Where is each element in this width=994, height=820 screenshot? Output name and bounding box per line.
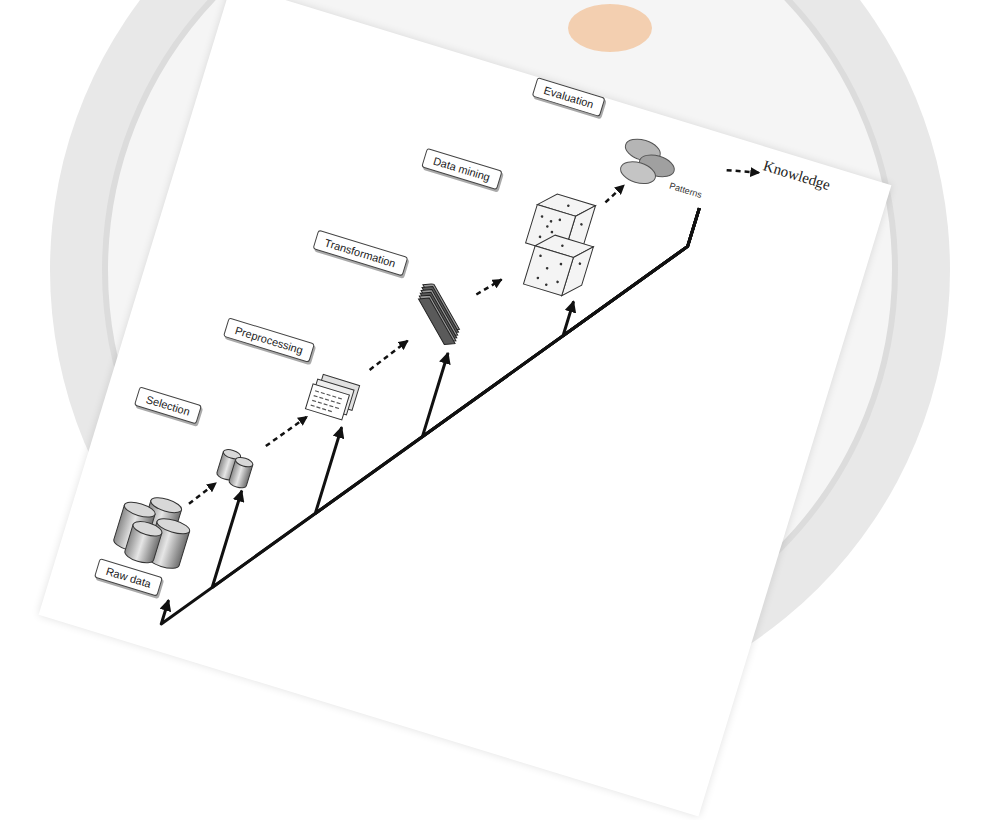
- data-mining-stage: Data mining: [397, 148, 614, 304]
- patterns-label: Patterns: [668, 181, 703, 200]
- transformation-stage: Transformation: [295, 230, 481, 356]
- process-arrow: [476, 274, 501, 301]
- stage-label: Preprocessing: [223, 317, 315, 363]
- process-arrow: [727, 163, 760, 179]
- preprocessed-data-icon: [302, 369, 363, 428]
- process-arrow: [605, 181, 624, 206]
- selection-stage: Selection: [119, 386, 271, 493]
- stage-label: Raw data: [94, 558, 163, 597]
- stage-label: Selection: [134, 386, 202, 424]
- stage-label: Transformation: [313, 230, 408, 276]
- raw-data-icon: [105, 485, 203, 577]
- feedback-arrow: [212, 104, 699, 691]
- transformed-data-icon: [402, 280, 474, 356]
- stage-label: Data mining: [421, 148, 502, 190]
- process-arrow: [370, 333, 408, 379]
- feedback-arrow: [161, 93, 699, 739]
- target-data-icon: [210, 441, 262, 493]
- feedback-arrow: [315, 127, 699, 595]
- process-arrow: [266, 408, 307, 456]
- preprocessing-stage: Preprocessing: [208, 317, 372, 430]
- data-cube-icon: [509, 186, 609, 303]
- feedback-arrow: [422, 150, 699, 494]
- process-arrow: [189, 477, 216, 510]
